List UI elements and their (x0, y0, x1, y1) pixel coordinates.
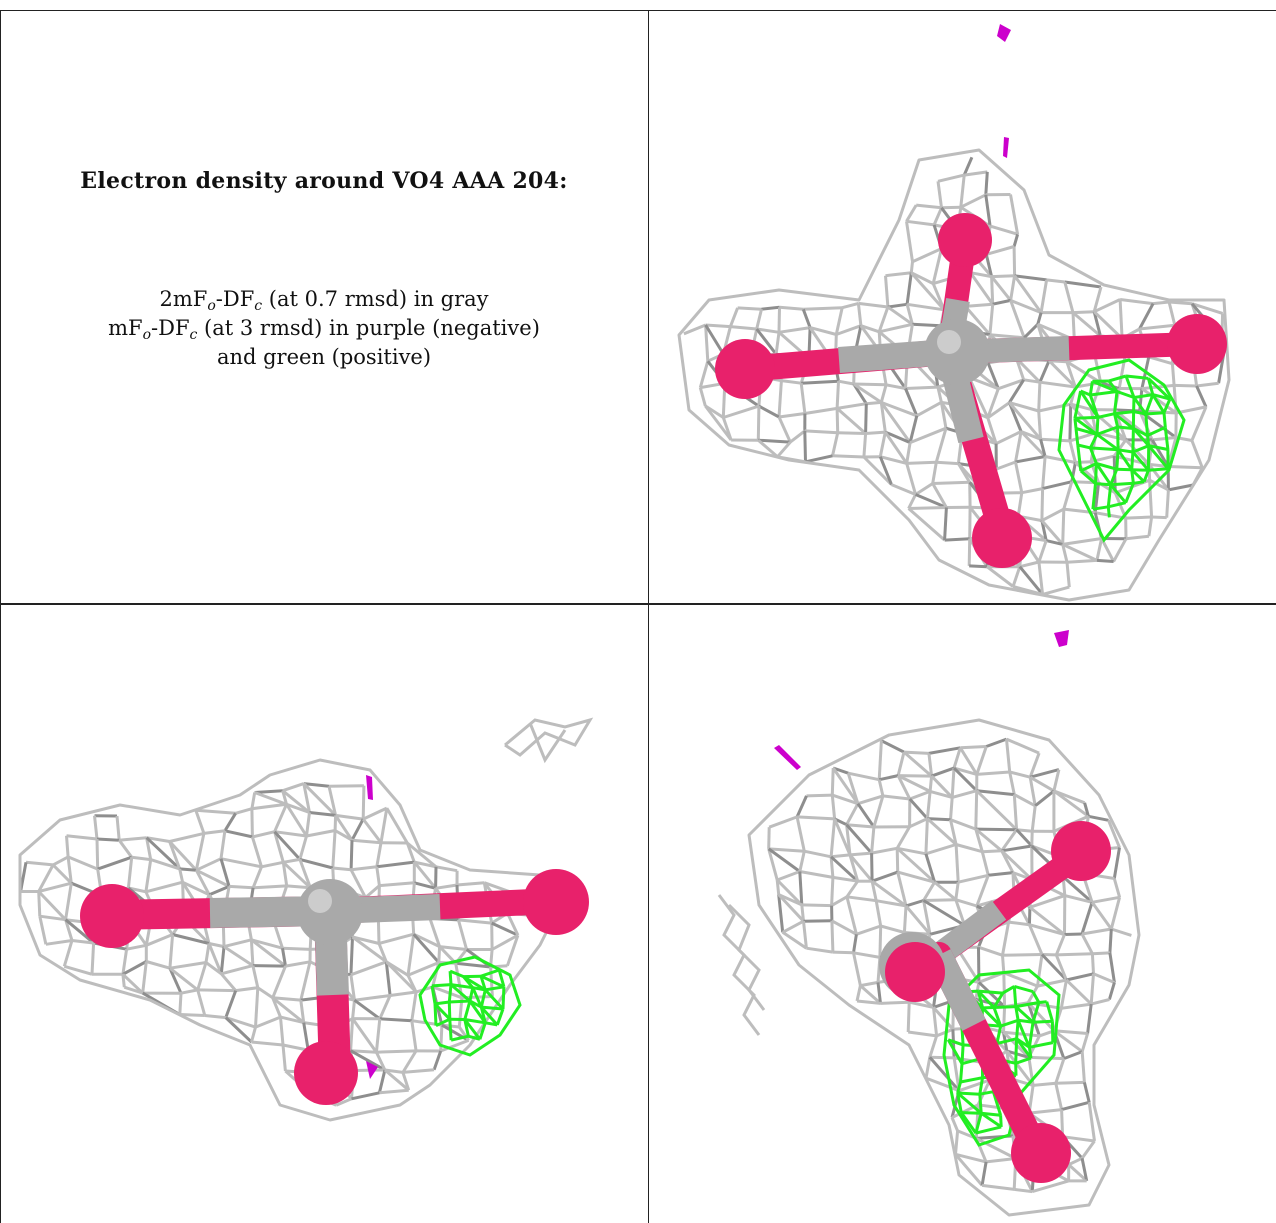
density-view-1 (649, 0, 1276, 604)
legend-cell: Electron density around VO4 AAA 204: 2mF… (0, 0, 648, 604)
table-border-top (0, 10, 1276, 11)
oxygen-atom (715, 339, 775, 399)
oxygen-atom (1051, 821, 1111, 881)
density-view-2-svg (18, 717, 594, 1122)
legend-line-fofc: mFo-DFc (at 3 rmsd) in purple (negative) (108, 316, 540, 343)
negative-density-blobs (366, 775, 378, 1079)
oxygen-atom (938, 213, 992, 267)
oxygen-atom (80, 884, 144, 948)
oxygen-atom (972, 508, 1032, 568)
density-view-3 (649, 605, 1276, 1223)
legend-line-2fofc: 2mFo-DFc (at 0.7 rmsd) in gray (159, 287, 489, 314)
gray-density-fragment (717, 894, 766, 1036)
vo4-model (715, 213, 1227, 568)
density-view-2 (0, 605, 648, 1223)
table-divider-horizontal (0, 603, 1276, 605)
legend-line-positive: and green (positive) (216, 345, 432, 369)
oxygen-atom (885, 942, 945, 1002)
table-border-left (0, 10, 1, 1223)
vanadium-atom (924, 319, 990, 385)
legend-text: 2mFo-DFc (at 0.7 rmsd) in gray mFo-DFc (… (0, 285, 648, 372)
oxygen-atom (294, 1041, 358, 1105)
table-divider-vertical (648, 10, 649, 1223)
vo4-model (80, 869, 589, 1105)
positive-density-mesh (418, 955, 522, 1057)
vo4-model (879, 821, 1111, 1183)
negative-density-blobs (774, 630, 1069, 770)
oxygen-atom (1167, 314, 1227, 374)
oxygen-atom (1011, 1123, 1071, 1183)
gray-density-fragment (504, 717, 594, 764)
density-view-3-svg (717, 630, 1141, 1217)
vanadium-atom (297, 879, 363, 945)
positive-density-mesh (1057, 358, 1186, 543)
figure-title: Electron density around VO4 AAA 204: (80, 168, 568, 194)
oxygen-atom (523, 869, 589, 935)
density-view-1-svg (677, 24, 1231, 602)
negative-density-blobs (997, 24, 1011, 158)
